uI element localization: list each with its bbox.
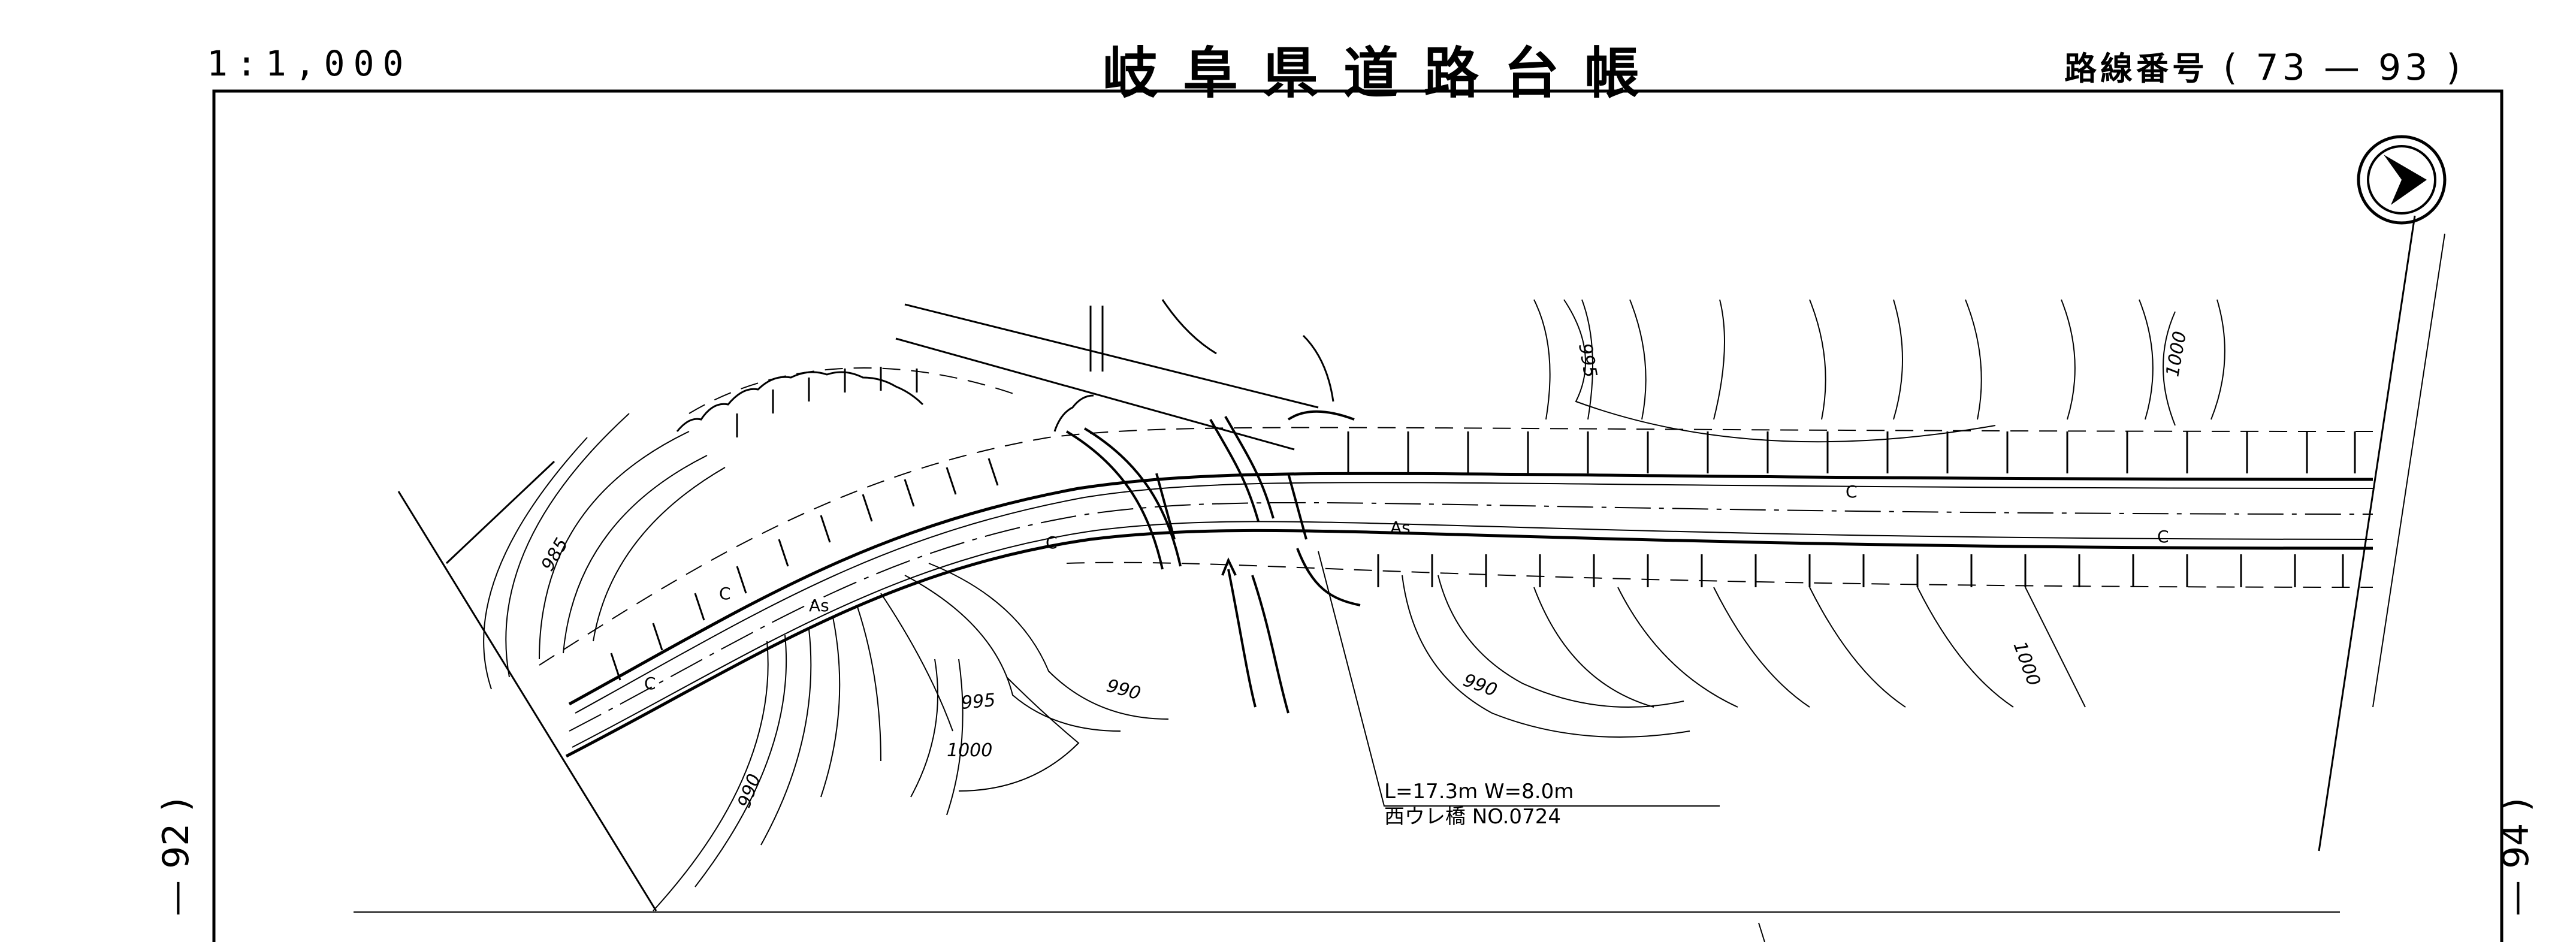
- contour-label: 1000: [2009, 639, 2044, 689]
- contour-label: 995: [961, 690, 996, 714]
- road-edge-north-inner: [575, 482, 2373, 714]
- road-centerline: [569, 502, 2373, 732]
- road-curb-label: C: [719, 584, 731, 603]
- road-curb-label: C: [2157, 527, 2169, 547]
- contour-label: 1000: [947, 740, 992, 761]
- road-curb-label: C: [1046, 533, 1058, 552]
- north-arrow-icon: [2357, 135, 2447, 225]
- bridge-dimensions: L=17.3m W=8.0m: [1384, 780, 1574, 804]
- contour-label: 990: [734, 771, 765, 811]
- slope-hatching: [610, 367, 2356, 681]
- bridge-label: L=17.3m W=8.0m 西ウレ橋 NO.0724: [1384, 779, 1574, 829]
- map-frame: [212, 89, 2503, 942]
- bridge: [1065, 410, 1361, 714]
- road-edge-south-inner: [572, 521, 2373, 748]
- contour-lines: [1533, 299, 2225, 443]
- route-number-label: 路線番号: [2064, 50, 2208, 87]
- scale-label: 1:1,000: [207, 43, 412, 84]
- bridge-name: 西ウレ橋 NO.0724: [1384, 805, 1561, 829]
- road-surface-label: As: [809, 596, 829, 615]
- contour-label: 995: [1574, 342, 1600, 379]
- road-edge-north: [568, 472, 2373, 706]
- page-title: 岐阜県道路台帳: [1103, 41, 1665, 105]
- road-curb-label: C: [644, 674, 656, 693]
- road-curb-label: C: [1846, 482, 1858, 502]
- route-number: 路線番号 ( 73 — 93 ): [2064, 42, 2464, 89]
- road-surface-label: As: [1390, 518, 1411, 538]
- route-number-value: ( 73 — 93 ): [2223, 47, 2464, 89]
- bridge-leader-line: [1318, 551, 1720, 807]
- contour-label: 990: [1104, 675, 1143, 705]
